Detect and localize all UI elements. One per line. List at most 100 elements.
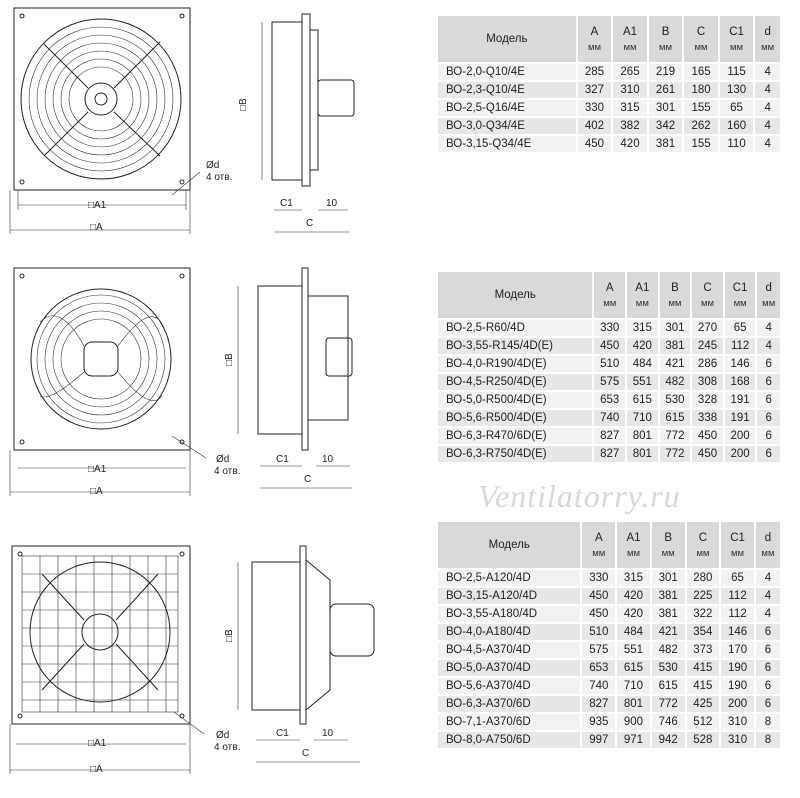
header-model: Модель (438, 522, 581, 568)
header-label: C (696, 25, 706, 38)
cell-value: 4 (755, 136, 780, 152)
cell-value: 551 (627, 374, 658, 390)
header-unit: мм (661, 547, 675, 559)
header-label: A1 (626, 531, 641, 544)
cell-value: 190 (721, 660, 754, 676)
cell-model: ВО-4,5-A370/4D (438, 642, 581, 658)
cell-value: 301 (651, 570, 685, 586)
watermark: Ventilatorry.ru (478, 478, 681, 514)
cell-value: 146 (724, 356, 756, 372)
cell-value: 315 (617, 570, 650, 586)
header-label: Модель (488, 539, 530, 551)
header-unit: мм (696, 547, 710, 559)
cell-value: 6 (755, 642, 780, 658)
header-unit: мм (733, 297, 747, 309)
header-label: C1 (730, 531, 745, 544)
cell-value: 528 (686, 732, 720, 748)
cell-value: 315 (627, 320, 658, 336)
cell-value: 354 (686, 624, 720, 640)
cell-value: 942 (651, 732, 685, 748)
grille (21, 555, 179, 713)
cell-value: 482 (659, 374, 691, 390)
cell-value: 801 (627, 446, 658, 462)
cell-value: 420 (627, 338, 658, 354)
header-unit: мм (623, 41, 637, 53)
cell-value: 801 (617, 696, 650, 712)
cell-value: 900 (617, 714, 650, 730)
cell-value: 270 (692, 320, 723, 336)
cell-value: 112 (721, 588, 754, 604)
cell-model: ВО-5,0-R500/4D(E) (438, 392, 593, 408)
front-plate (13, 7, 191, 191)
cell-value: 740 (582, 678, 616, 694)
side-housing (271, 21, 303, 181)
cell-value: 112 (721, 606, 754, 622)
cell-value: 801 (627, 428, 658, 444)
header-unit: мм (761, 547, 775, 559)
header-unit: мм (658, 41, 673, 53)
header-unit: мм (730, 41, 744, 53)
cell-value: 551 (617, 642, 650, 658)
cell-value: 381 (648, 136, 683, 152)
dim-ten: 10 (322, 728, 334, 739)
header-label: A (590, 25, 599, 38)
cell-value: 382 (613, 118, 647, 134)
cell-value: 4 (755, 82, 780, 98)
cell-value: 450 (594, 338, 626, 354)
side-housing (257, 285, 303, 435)
cell-value: 653 (594, 392, 626, 408)
cell-value: 6 (757, 356, 780, 372)
cell-value: 827 (582, 696, 616, 712)
cell-value: 115 (719, 64, 754, 80)
header-label: Модель (486, 33, 528, 45)
cell-value: 935 (582, 714, 616, 730)
cell-value: 285 (577, 64, 612, 80)
guard-ring (29, 561, 171, 703)
header-2: A1 мм (617, 522, 650, 568)
guard-ring (30, 288, 172, 430)
cell-value: 225 (686, 588, 720, 604)
cell-value: 381 (651, 588, 685, 604)
header-label: C (698, 531, 708, 544)
cell-value: 373 (686, 642, 720, 658)
cell-value: 450 (577, 136, 612, 152)
header-label: Модель (494, 289, 536, 301)
cell-value: 381 (659, 338, 691, 354)
cell-value: 530 (659, 392, 691, 408)
dim-a: □A (90, 222, 103, 233)
cell-value: 971 (617, 732, 650, 748)
cell-value: 130 (719, 82, 754, 98)
cell-value: 8 (755, 714, 780, 730)
cell-value: 8 (755, 732, 780, 748)
motor-hub (84, 82, 118, 116)
cell-model: ВО-4,5-R250/4D(E) (438, 374, 593, 390)
cell-value: 997 (582, 732, 616, 748)
cell-value: 265 (613, 64, 647, 80)
cell-value: 219 (648, 64, 683, 80)
header-unit: мм (762, 297, 776, 309)
cell-value: 191 (724, 392, 756, 408)
cell-model: ВО-7,1-A370/6D (438, 714, 581, 730)
header-label: B (661, 25, 670, 38)
header-label: d (764, 25, 771, 38)
header-unit: мм (626, 547, 641, 559)
header-label: B (671, 281, 679, 294)
cell-value: 450 (582, 606, 616, 622)
cell-value: 170 (721, 642, 754, 658)
cell-model: ВО-2,5-Q16/4E (438, 100, 576, 116)
cell-value: 200 (724, 428, 756, 444)
